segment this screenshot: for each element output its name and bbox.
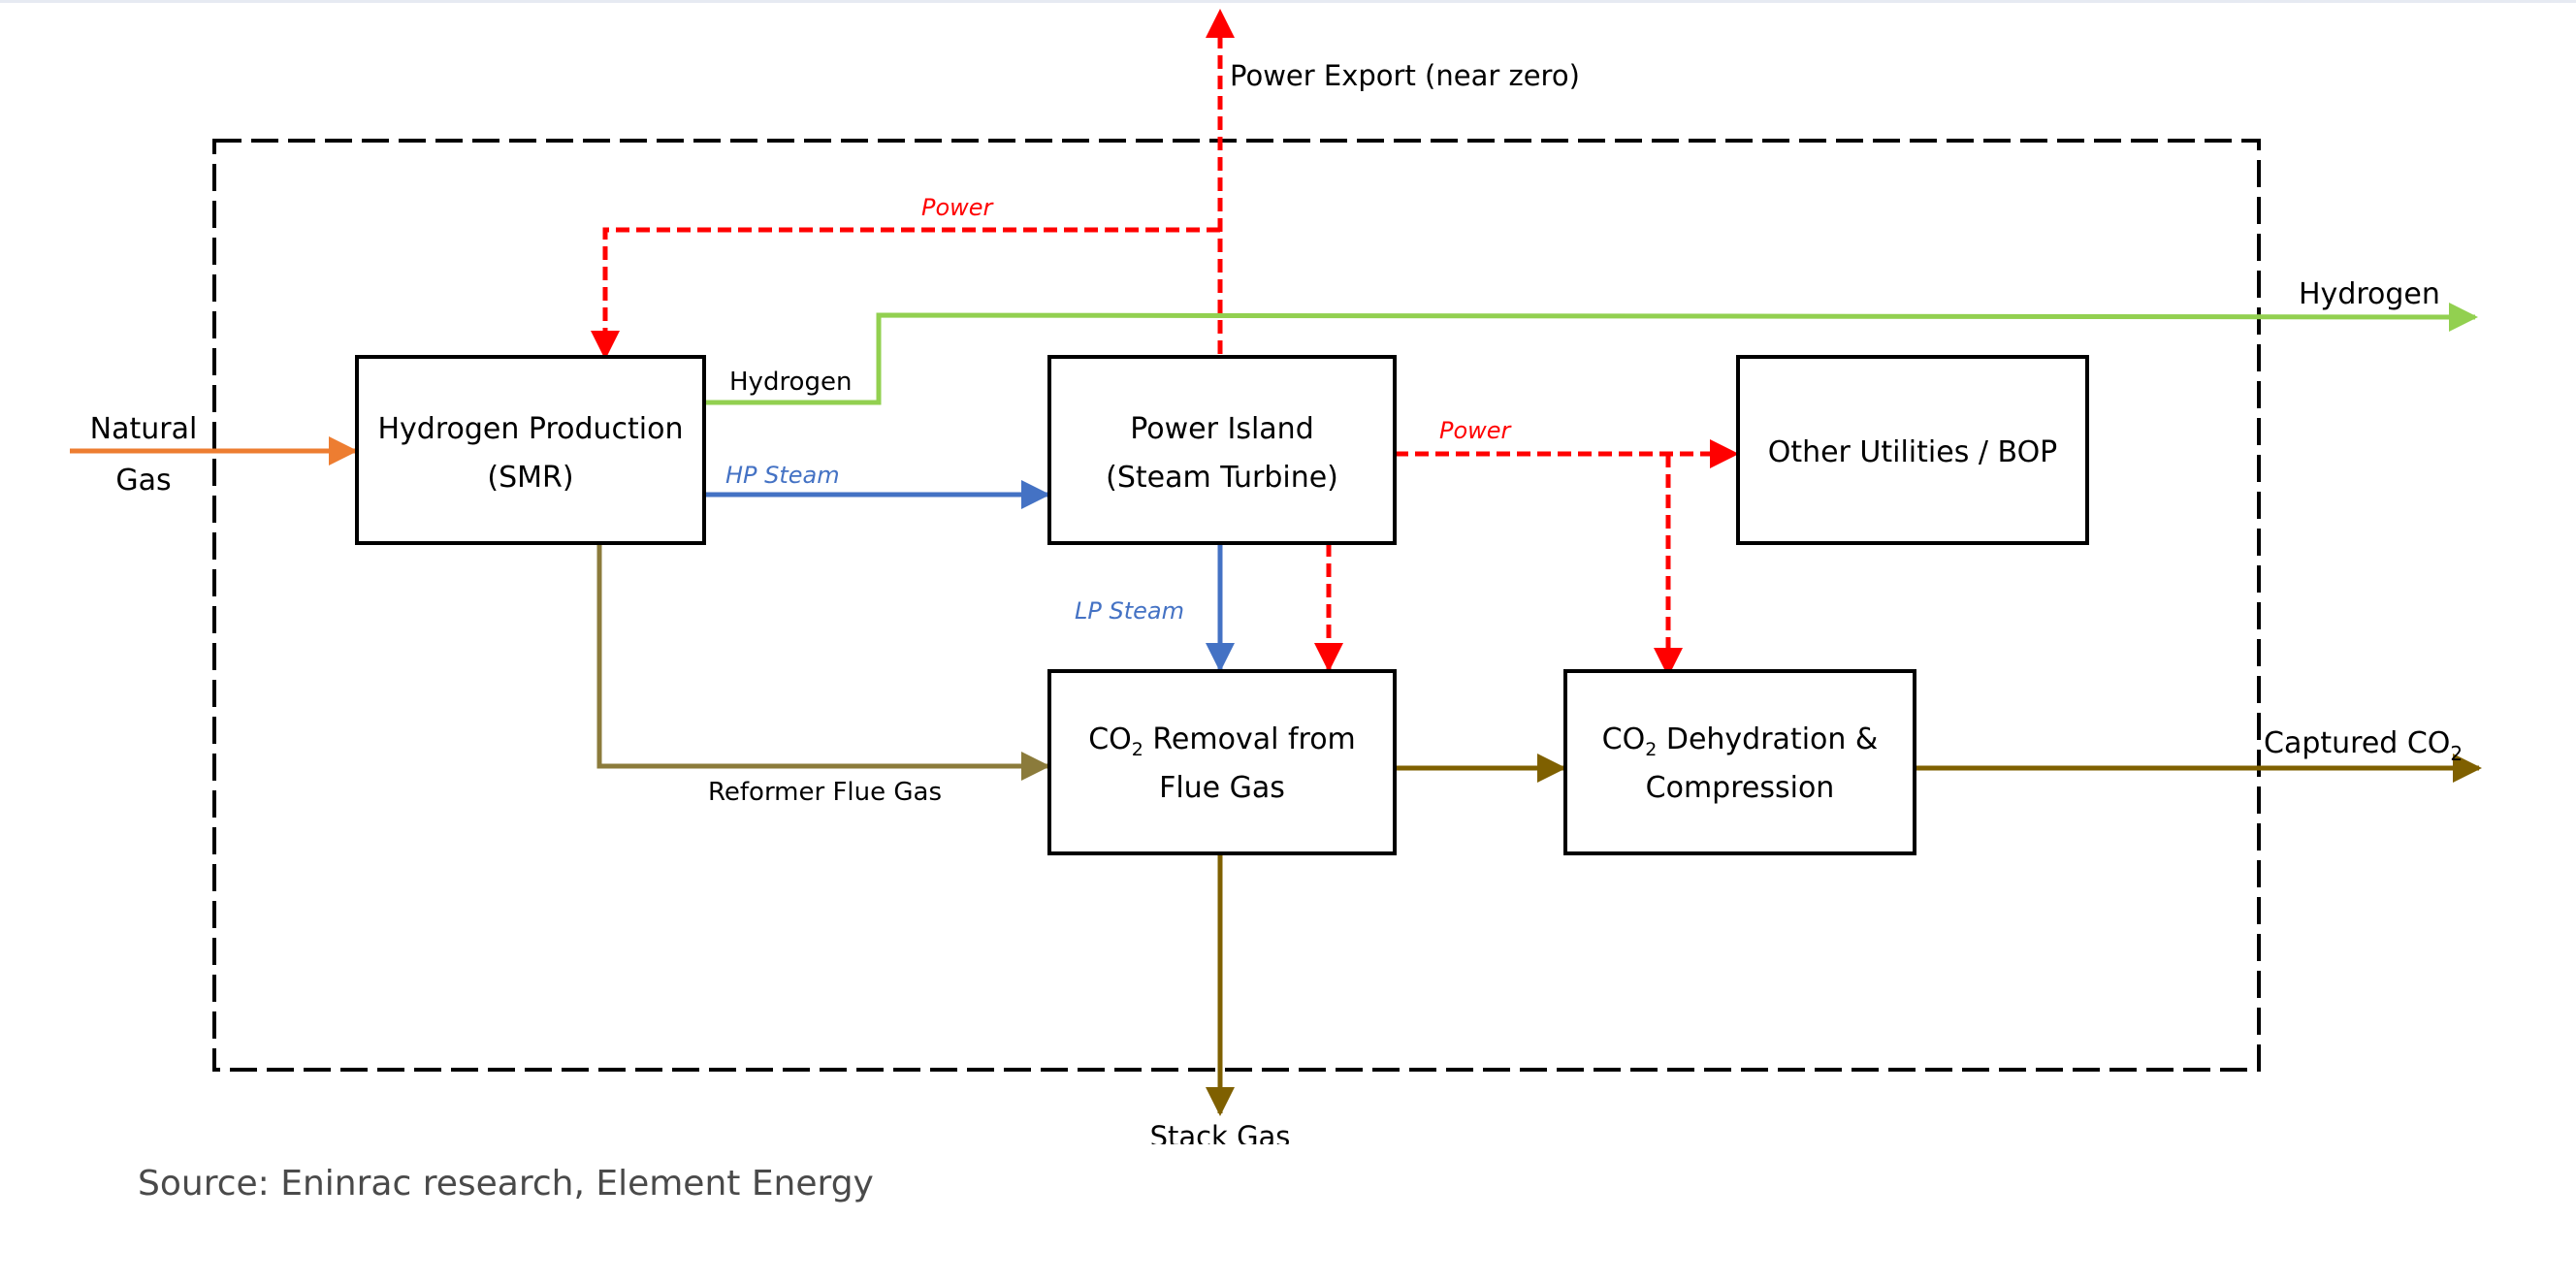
process-flow-diagram: Natural Gas Hydrogen Hydrogen HP Steam P… [70, 9, 2482, 1144]
other-utilities-line1: Other Utilities / BOP [1768, 435, 2058, 469]
power-right-label: Power [1439, 417, 1513, 444]
power-to-smr-line [591, 227, 1220, 360]
captured-co2-label: Captured CO2 [2264, 726, 2463, 765]
natural-gas-label-line2: Gas [115, 464, 171, 498]
hydrogen-outer-label: Hydrogen [2299, 277, 2440, 311]
hydrogen-flow-line [704, 302, 2478, 405]
other-utilities-node: Other Utilities / BOP [1736, 355, 2089, 545]
lp-steam-label: LP Steam [1075, 597, 1184, 625]
co2-removal-line2: Flue Gas [1159, 771, 1285, 805]
power-export-label: Power Export (near zero) [1230, 59, 1580, 92]
stack-gas-label: Stack Gas [1150, 1120, 1291, 1144]
reformer-flue-gas-line [596, 543, 1050, 781]
co2-removal-line1: CO2 Removal from [1088, 722, 1356, 760]
hydrogen-production-line1: Hydrogen Production [377, 412, 683, 446]
hp-steam-label: HP Steam [725, 462, 840, 489]
natural-gas-label-line1: Natural [90, 412, 198, 446]
co2-removal-node: CO2 Removal from Flue Gas [1047, 669, 1397, 855]
hydrogen-inner-label: Hydrogen [729, 368, 852, 397]
co2-dehydration-node: CO2 Dehydration & Compression [1563, 669, 1916, 855]
co2-dehydration-line1: CO2 Dehydration & [1602, 722, 1879, 760]
hydrogen-production-line2: (SMR) [487, 461, 573, 495]
reformer-flue-gas-label: Reformer Flue Gas [708, 778, 942, 807]
hydrogen-production-node: Hydrogen Production (SMR) [355, 355, 706, 545]
power-top-label: Power [921, 194, 995, 221]
system-boundary [212, 139, 2261, 1072]
power-island-line2: (Steam Turbine) [1106, 461, 1338, 495]
power-island-line1: Power Island [1130, 412, 1314, 446]
source-caption: Source: Eninrac research, Element Energy [138, 1164, 874, 1204]
top-divider [0, 0, 2576, 3]
co2-dehydration-line2: Compression [1646, 771, 1835, 805]
power-island-node: Power Island (Steam Turbine) [1047, 355, 1397, 545]
